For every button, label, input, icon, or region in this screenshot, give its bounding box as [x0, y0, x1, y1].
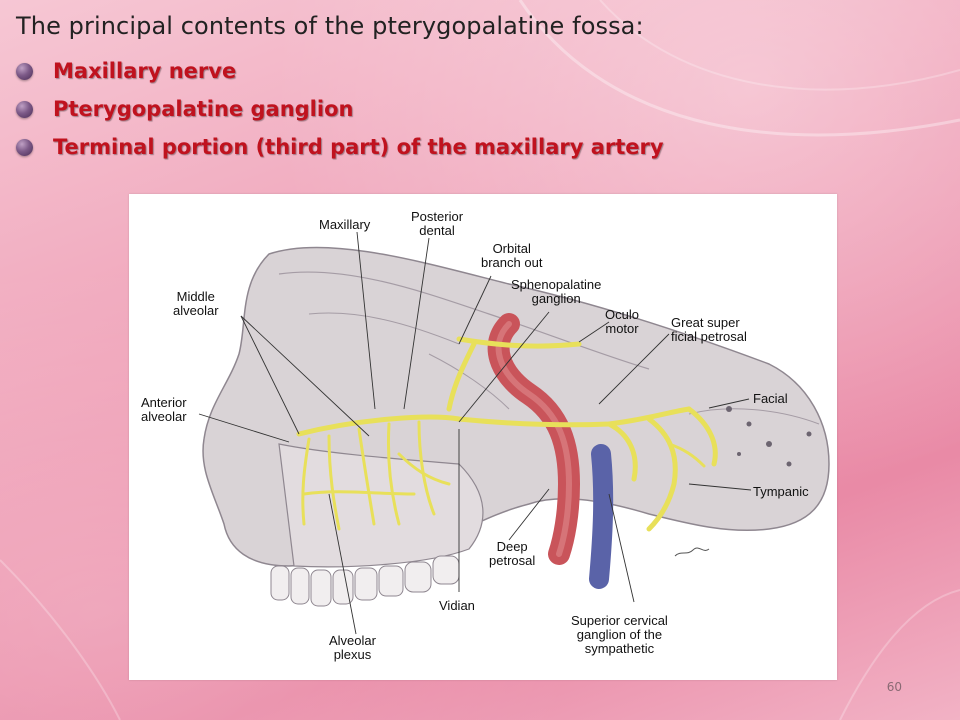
bullet-item: Maxillary nerve — [16, 52, 664, 90]
label-deep-petrosal: Deep petrosal — [489, 539, 536, 568]
label-tympanic: Tympanic — [753, 484, 809, 499]
label-oculo-motor: Oculo motor — [605, 307, 639, 336]
label-vidian: Vidian — [439, 598, 475, 613]
slide-title: The principal contents of the pterygopal… — [16, 12, 644, 40]
bullet-list: Maxillary nerve Pterygopalatine ganglion… — [16, 52, 664, 166]
label-anterior-alveolar: Anterior alveolar — [141, 395, 187, 424]
label-maxillary: Maxillary — [319, 217, 371, 232]
label-posterior-dental: Posterior dental — [411, 209, 464, 238]
anatomy-illustration: Maxillary Posterior dental Orbital branc… — [129, 194, 837, 680]
bullet-sphere-icon — [16, 100, 33, 118]
label-great-superficial-petrosal: Great super ficial petrosal — [671, 315, 747, 344]
bullet-sphere-icon — [16, 138, 33, 156]
bullet-item: Pterygopalatine ganglion — [16, 90, 664, 128]
label-sphenopalatine-ganglion: Sphenopalatine ganglion — [511, 277, 602, 306]
skull-drawing — [198, 231, 830, 635]
bullet-sphere-icon — [16, 62, 33, 80]
label-orbital-branch-out: Orbital branch out — [481, 241, 543, 270]
page-number: 60 — [886, 680, 902, 694]
label-superior-cervical-ganglion: Superior cervical ganglion of the sympat… — [571, 613, 668, 656]
bullet-text: Maxillary nerve — [53, 59, 237, 83]
bullet-text: Pterygopalatine ganglion — [53, 97, 354, 121]
bullet-text: Terminal portion (third part) of the max… — [53, 135, 664, 159]
label-middle-alveolar: Middle alveolar — [173, 289, 219, 318]
label-facial: Facial — [753, 391, 788, 406]
label-alveolar-plexus: Alveolar plexus — [329, 633, 376, 662]
bullet-item: Terminal portion (third part) of the max… — [16, 128, 664, 166]
